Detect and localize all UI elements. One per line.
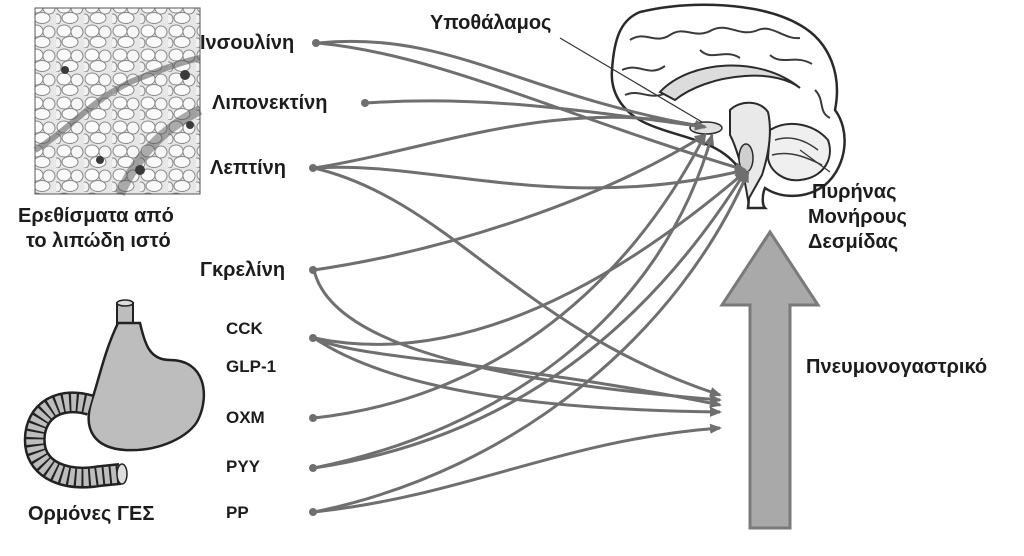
signal-pathways <box>312 39 750 514</box>
label-hypothalamus: Υποθάλαμος <box>430 12 552 34</box>
label-leptin: Λεπτίνη <box>210 157 286 179</box>
origin-dots <box>309 39 369 516</box>
adipose-tissue-image <box>33 7 203 197</box>
pathway-insulin-hypothalamus <box>317 39 707 131</box>
dot-pp <box>309 508 317 516</box>
adipose-caption-line1: Ερεθίσματα από <box>18 205 174 227</box>
pathway-ghrelin-hypothalamus <box>313 133 707 272</box>
label-vagus: Πνευμονογαστρικό <box>806 356 988 378</box>
label-cck: CCK <box>226 319 263 338</box>
pathway-pp-vagus <box>313 423 722 514</box>
gut-caption: Ορμόνες ΓΕΣ <box>28 503 155 525</box>
vagus-arrow <box>719 229 821 530</box>
adipose-caption-line2: το λιπώδη ιστό <box>26 230 171 252</box>
label-glp1: GLP-1 <box>226 357 277 376</box>
pathway-pyy-nts <box>313 170 747 470</box>
dot-pyy <box>309 464 317 472</box>
label-oxm: OXM <box>226 408 265 427</box>
dot-leptin <box>309 164 317 172</box>
pathway-leptin-nts <box>313 165 747 190</box>
pathway-ghrelin-vagus <box>312 269 722 405</box>
pathway-pp-nts <box>313 170 750 514</box>
pathway-insulin-nts <box>317 41 747 172</box>
label-adiponectin: Λιπονεκτίνη <box>212 92 328 114</box>
label-pp: PP <box>226 503 249 522</box>
pathway-pyy-hypothalamus <box>313 133 715 470</box>
dot-ghrelin <box>309 266 317 274</box>
label-pyy: PYY <box>226 457 261 476</box>
label-nts-line2: Μονήρους <box>808 206 907 228</box>
nts-pointer-line <box>799 149 831 173</box>
pathway-oxm-hypothalamus <box>313 133 707 420</box>
dot-cck <box>309 334 317 342</box>
pathway-leptin-vagus <box>313 166 722 397</box>
hypothalamus-pointer-line <box>559 37 703 123</box>
dot-oxm <box>309 414 317 422</box>
pathway-cck-vagus <box>313 336 722 408</box>
dot-adiponectin <box>361 99 369 107</box>
label-insulin: Ινσουλίνη <box>200 32 295 54</box>
label-ghrelin: Γκρελίνη <box>200 259 286 281</box>
label-nts-line1: Πυρήνας <box>812 181 897 203</box>
pathway-glp1-vagus <box>313 336 722 417</box>
label-nts-line3: Δεσμίδας <box>808 231 899 253</box>
dot-insulin <box>312 39 320 47</box>
stomach-illustration <box>23 299 206 489</box>
pathway-leptin-hypothalamus <box>313 115 707 170</box>
